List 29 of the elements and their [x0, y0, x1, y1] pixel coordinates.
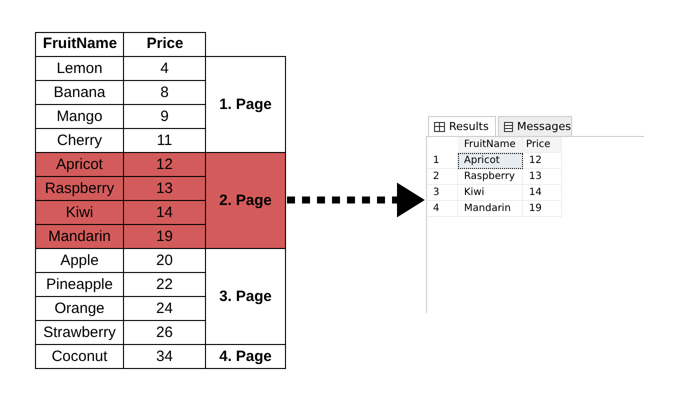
tab: Messages [498, 116, 572, 136]
fruit-name-cell: Mandarin [458, 201, 523, 217]
fruit-name-cell: Apricot [35, 152, 124, 177]
row-number: 4 [427, 201, 458, 217]
column-header: FruitName [458, 137, 523, 153]
fruit-name-cell: Raspberry [458, 169, 523, 185]
price-cell: 19 [123, 224, 206, 249]
column-header: Price [523, 137, 562, 153]
fruit-name-cell: Mandarin [35, 224, 124, 249]
tab: Results [428, 116, 496, 136]
column-header: FruitName [42, 35, 118, 52]
price-cell: 13 [523, 169, 562, 185]
fruit-name-cell: Coconut [35, 344, 124, 369]
page-label: 2. Page [205, 152, 286, 249]
fruit-name-cell: Raspberry [35, 176, 124, 201]
price-cell: 13 [123, 176, 206, 201]
arrow [287, 182, 425, 218]
price-cell: 19 [523, 201, 562, 217]
fruit-name-cell: Apricot [458, 153, 523, 169]
fruit-name-cell: Kiwi [35, 200, 124, 225]
fruit-name-cell: Kiwi [458, 185, 523, 201]
price-cell: 14 [123, 200, 206, 225]
price-cell: 12 [523, 153, 562, 169]
page-label: 4. Page [205, 344, 286, 369]
column-header: Price [146, 35, 184, 52]
price-cell: 14 [523, 185, 562, 201]
row-number: 2 [427, 169, 458, 185]
price-cell: 12 [123, 152, 206, 177]
row-number: 3 [427, 185, 458, 201]
